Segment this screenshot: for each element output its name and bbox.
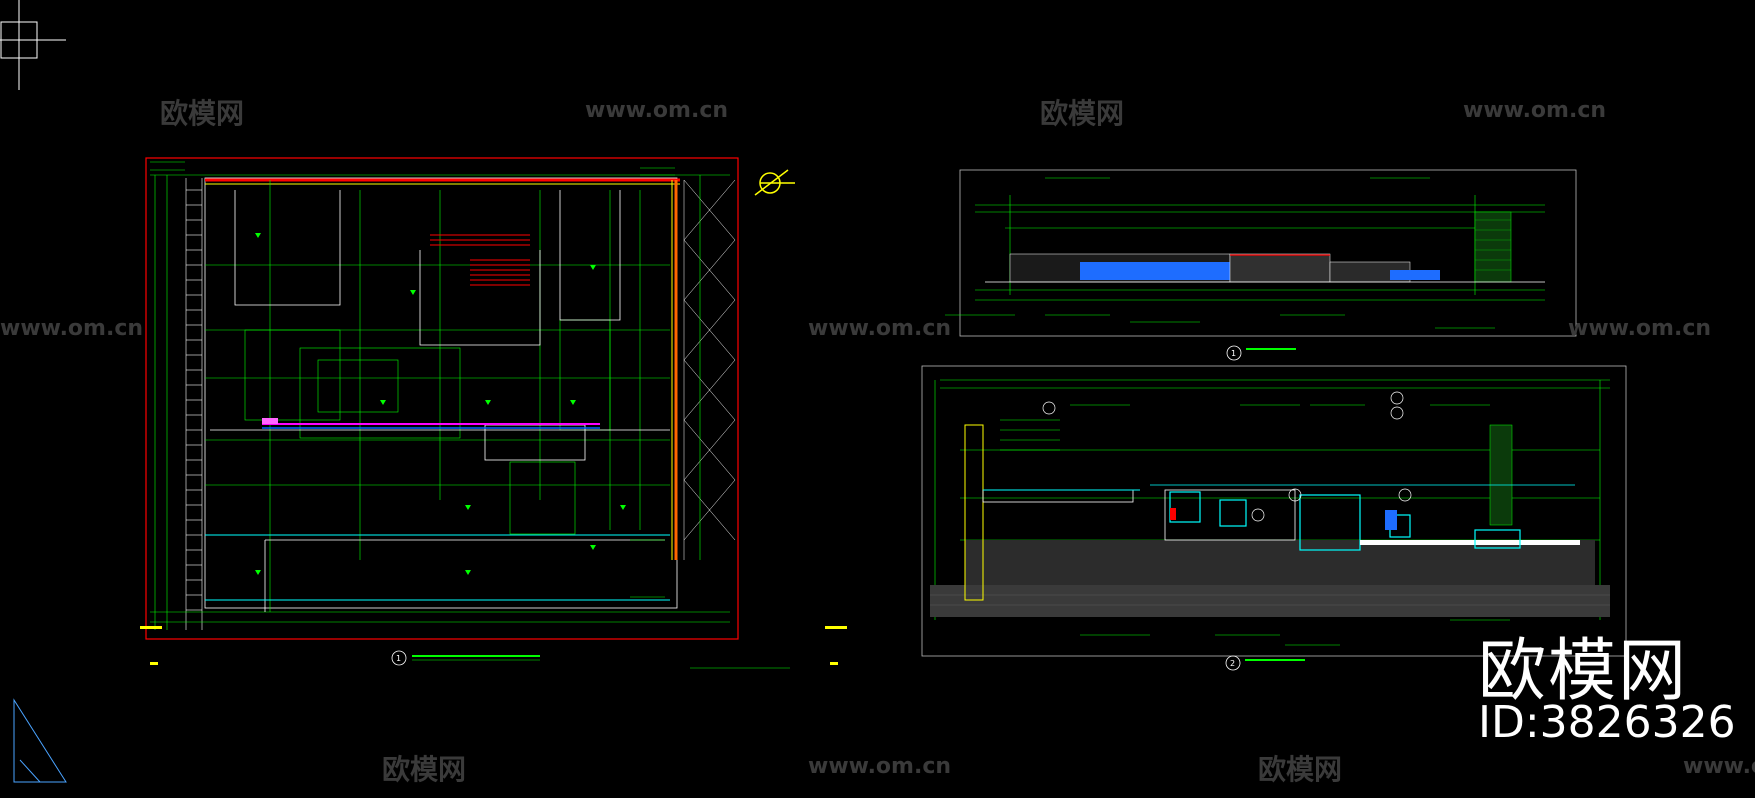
- brand-logo-text: 欧模网: [1478, 632, 1689, 711]
- section-number: 2: [1230, 659, 1235, 668]
- elevation-drawing: 1: [945, 169, 1577, 361]
- section-drawing: 2: [921, 365, 1627, 671]
- elevation-number: 1: [1231, 349, 1236, 358]
- plan-number: 1: [396, 654, 401, 663]
- model-id-text: ID:3826326: [1478, 697, 1736, 748]
- crosshair-cursor-icon: [0, 0, 66, 90]
- ucs-triangle-icon: [13, 698, 67, 783]
- plan-drawing: 1: [140, 157, 847, 669]
- north-arrow-icon: [754, 169, 795, 196]
